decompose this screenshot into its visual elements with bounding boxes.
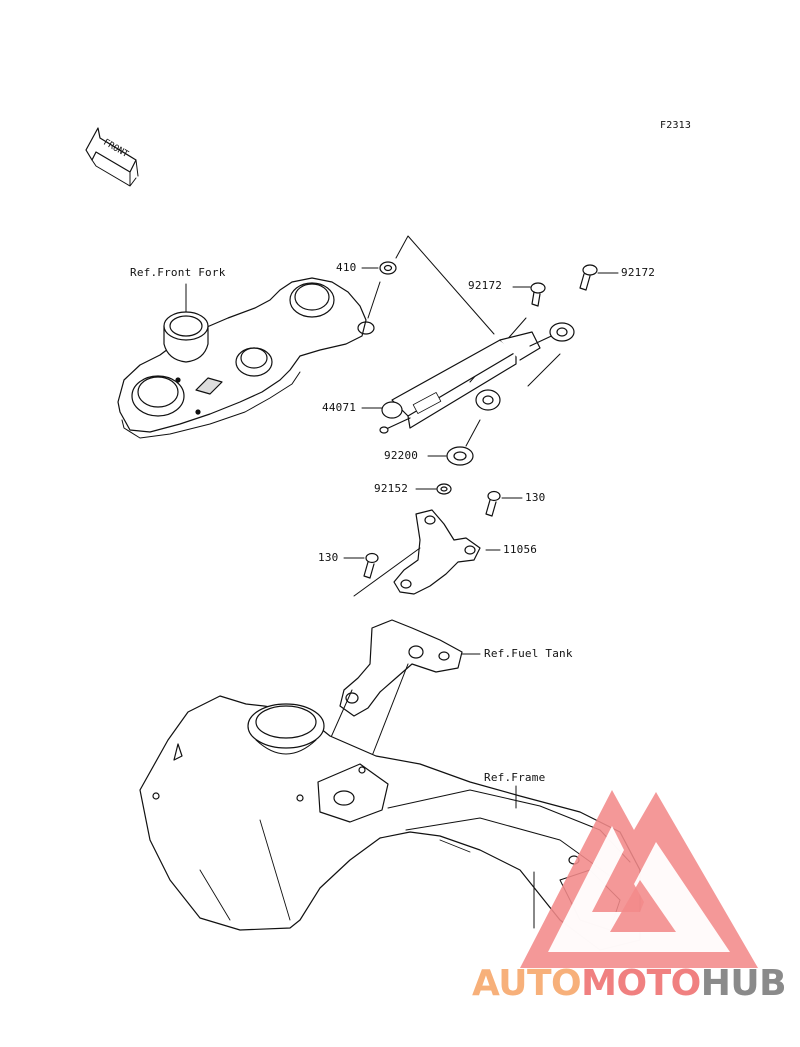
watermark-text: AUTOMOTOHUB bbox=[472, 962, 787, 1006]
callout-92152: 92152 bbox=[374, 482, 409, 495]
figure-code: F2313 bbox=[660, 120, 692, 131]
callout-ref-fuel-tank: Ref.Fuel Tank bbox=[484, 647, 573, 660]
callout-92200: 92200 bbox=[384, 449, 419, 462]
washer-92152 bbox=[415, 483, 452, 495]
upper-triple-clamp bbox=[117, 277, 375, 439]
callout-11056: 11056 bbox=[503, 543, 538, 556]
callout-ref-front-fork: Ref.Front Fork bbox=[130, 266, 226, 279]
watermark-auto: AUTO bbox=[472, 963, 582, 1004]
collar-92200 bbox=[427, 419, 481, 466]
bolt-130-right bbox=[485, 490, 523, 517]
callout-ref-frame: Ref.Frame bbox=[484, 771, 546, 784]
bolt-130-left bbox=[343, 552, 379, 579]
watermark-hub: HUB bbox=[700, 963, 787, 1004]
front-fork-tube bbox=[163, 283, 209, 363]
callout-410: 410 bbox=[336, 261, 357, 274]
callout-130-right: 130 bbox=[525, 491, 546, 504]
bolt-92172-right bbox=[579, 264, 619, 291]
main-frame bbox=[139, 695, 641, 951]
watermark-moto: MOTO bbox=[581, 963, 701, 1004]
callout-44071: 44071 bbox=[322, 401, 357, 414]
washer-410 bbox=[361, 261, 397, 319]
bolt-92172-left bbox=[512, 282, 546, 307]
bracket-11056 bbox=[353, 509, 501, 597]
callout-92172-left: 92172 bbox=[468, 279, 503, 292]
callout-92172-right: 92172 bbox=[621, 266, 656, 279]
front-arrow-icon: FRONT bbox=[85, 127, 139, 187]
steering-damper-44071 bbox=[361, 322, 575, 434]
callout-130-left: 130 bbox=[318, 551, 339, 564]
